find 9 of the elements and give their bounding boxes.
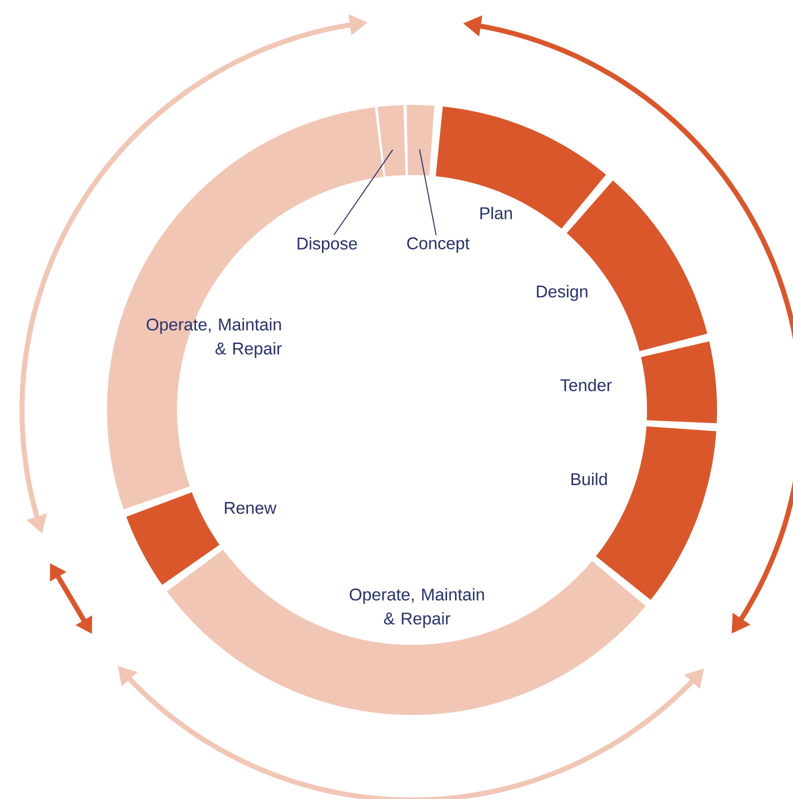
leader-line [333,149,394,236]
node-label: Tender [560,378,612,392]
leader-line [419,148,437,236]
phase-segment [377,105,406,176]
phase-segment: Operate, Maintain & Repair [166,550,646,715]
phase-segment: Plan [436,106,606,229]
phase-label: Concept [407,237,470,253]
phase-segment [406,105,434,176]
phase-label: Dispose [298,237,357,253]
